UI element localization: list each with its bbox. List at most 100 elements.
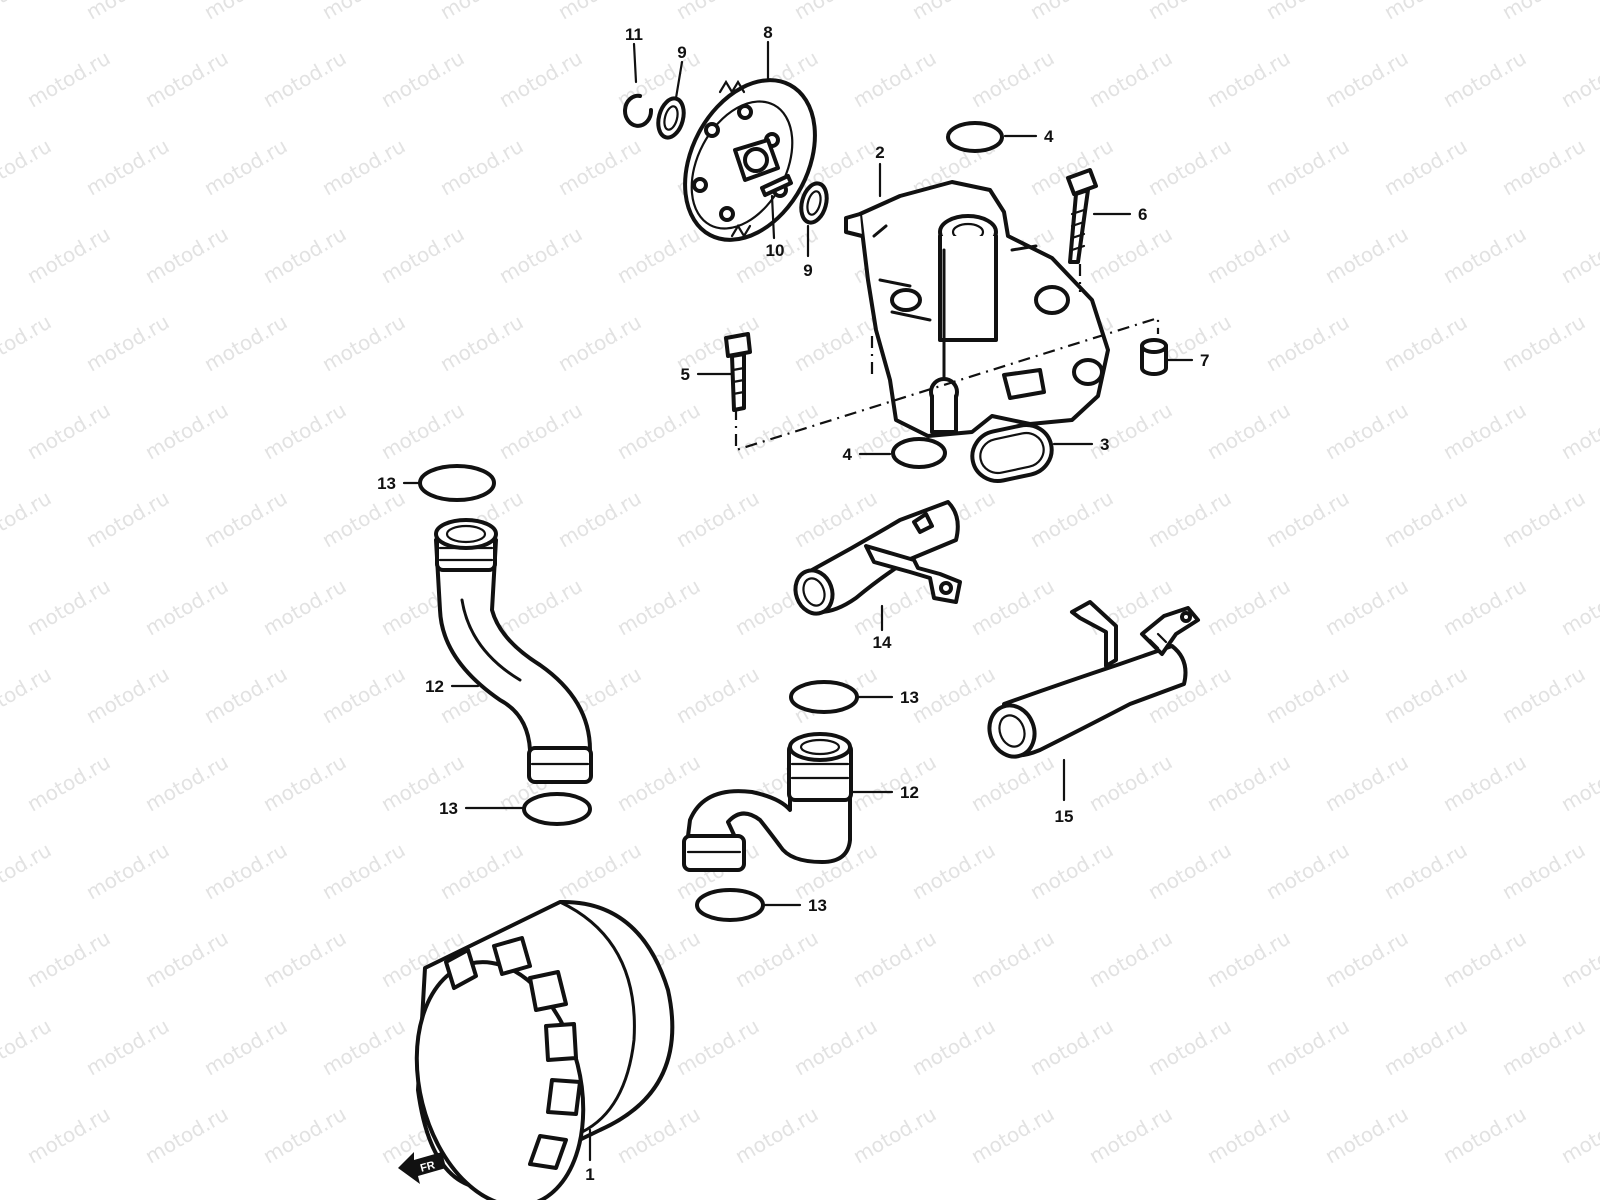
watermark-text: motod.ru bbox=[613, 222, 704, 289]
watermark-text: motod.ru bbox=[731, 1102, 822, 1169]
callout-10: 10 bbox=[766, 241, 785, 260]
watermark-text: motod.ru bbox=[1439, 398, 1530, 465]
watermark-text: motod.ru bbox=[1321, 1102, 1412, 1169]
watermark-text: motod.ru bbox=[1203, 926, 1294, 993]
watermark-text: motod.ru bbox=[967, 926, 1058, 993]
bolt-part-5 bbox=[724, 332, 752, 412]
watermark-text: motod.ru bbox=[495, 46, 586, 113]
watermark-text: motod.ru bbox=[436, 0, 527, 24]
watermark-text: motod.ru bbox=[1380, 1014, 1471, 1081]
front-arrow-label: FR bbox=[419, 1159, 436, 1174]
watermark-text: motod.ru bbox=[908, 0, 999, 24]
watermark-text: motod.ru bbox=[1557, 1102, 1600, 1169]
watermark-text: motod.ru bbox=[1439, 574, 1530, 641]
watermark-text: motod.ru bbox=[1557, 574, 1600, 641]
watermark-text: motod.ru bbox=[318, 838, 409, 905]
watermark-text: motod.ru bbox=[495, 222, 586, 289]
watermark-text: motod.ru bbox=[1380, 838, 1471, 905]
watermark-text: motod.ru bbox=[1321, 926, 1412, 993]
watermark-text: motod.ru bbox=[1262, 662, 1353, 729]
watermark-text: motod.ru bbox=[672, 486, 763, 553]
watermark-text: motod.ru bbox=[849, 926, 940, 993]
watermark-text: motod.ru bbox=[849, 46, 940, 113]
watermark-text: motod.ru bbox=[82, 1014, 173, 1081]
watermark-text: motod.ru bbox=[23, 46, 114, 113]
watermark-text: motod.ru bbox=[1026, 838, 1117, 905]
oil-filter-part-1 bbox=[414, 899, 675, 1200]
callout-9-lower: 9 bbox=[803, 261, 812, 280]
callout-7: 7 bbox=[1200, 351, 1209, 370]
watermark-text: motod.ru bbox=[23, 222, 114, 289]
watermark-text: motod.ru bbox=[1557, 926, 1600, 993]
watermark-text: motod.ru bbox=[1321, 46, 1412, 113]
callout-8: 8 bbox=[763, 23, 772, 42]
watermark-text: motod.ru bbox=[1026, 1014, 1117, 1081]
oil-pipe-part-15 bbox=[987, 600, 1200, 759]
watermark-text: motod.ru bbox=[554, 310, 645, 377]
watermark-text: motod.ru bbox=[259, 574, 350, 641]
o-ring-part-4-lower bbox=[891, 437, 947, 469]
watermark-text: motod.ru bbox=[1321, 398, 1412, 465]
bolt-part-6 bbox=[1066, 168, 1098, 264]
watermark-text: motod.ru bbox=[1498, 310, 1589, 377]
watermark-text: motod.ru bbox=[790, 0, 881, 24]
watermark-text: motod.ru bbox=[908, 662, 999, 729]
watermark-text: motod.ru bbox=[141, 398, 232, 465]
alignment-lines bbox=[734, 264, 1160, 452]
watermark-text: motod.ru bbox=[1439, 926, 1530, 993]
oil-pipe-part-14 bbox=[793, 500, 962, 616]
callout-13-a: 13 bbox=[377, 474, 396, 493]
callout-4-upper: 4 bbox=[1044, 127, 1054, 146]
watermark-text: motod.ru bbox=[1380, 486, 1471, 553]
watermark-text: motod.ru bbox=[259, 926, 350, 993]
watermark-text: motod.ru bbox=[1203, 1102, 1294, 1169]
watermark-text: motod.ru bbox=[1144, 1014, 1235, 1081]
watermark-text: motod.ru bbox=[1203, 750, 1294, 817]
watermark-text: motod.ru bbox=[1557, 750, 1600, 817]
watermark-text: motod.ru bbox=[318, 0, 409, 24]
callout-15: 15 bbox=[1055, 807, 1074, 826]
watermark-text: motod.ru bbox=[1085, 1102, 1176, 1169]
watermark-text: motod.ru bbox=[1085, 222, 1176, 289]
driven-gear-part-8 bbox=[683, 78, 817, 242]
watermark-text: motod.ru bbox=[1262, 1014, 1353, 1081]
watermark-text: motod.ru bbox=[436, 838, 527, 905]
watermark-text: motod.ru bbox=[1203, 398, 1294, 465]
watermark-text: motod.ru bbox=[1380, 134, 1471, 201]
watermark-text: motod.ru bbox=[495, 574, 586, 641]
watermark-text: motod.ru bbox=[377, 222, 468, 289]
watermark-text: motod.ru bbox=[554, 134, 645, 201]
watermark-text: motod.ru bbox=[790, 310, 881, 377]
callout-1: 1 bbox=[585, 1165, 594, 1184]
washer-part-9-lower bbox=[799, 181, 829, 225]
watermark-text: motod.ru bbox=[495, 398, 586, 465]
watermark-text: motod.ru bbox=[200, 486, 291, 553]
watermark-text: motod.ru bbox=[259, 1102, 350, 1169]
watermark-text: motod.ru bbox=[731, 926, 822, 993]
watermark-text: motod.ru bbox=[82, 0, 173, 24]
watermark-text: motod.ru bbox=[1321, 750, 1412, 817]
watermark-text: motod.ru bbox=[1439, 1102, 1530, 1169]
leader-lines bbox=[402, 40, 1194, 1162]
callout-2: 2 bbox=[875, 143, 884, 162]
watermark-text: motod.ru bbox=[1203, 46, 1294, 113]
o-ring-part-13-c bbox=[789, 680, 859, 714]
watermark-text: motod.ru bbox=[554, 0, 645, 24]
watermark-text: motod.ru bbox=[1085, 926, 1176, 993]
watermark-text: motod.ru bbox=[200, 662, 291, 729]
watermark-text: motod.ru bbox=[1321, 222, 1412, 289]
watermark-text: motod.ru bbox=[0, 1014, 55, 1081]
callout-14: 14 bbox=[873, 633, 892, 652]
watermark-text: motod.ru bbox=[1380, 0, 1471, 24]
watermark-text: motod.ru bbox=[200, 310, 291, 377]
watermark-text: motod.ru bbox=[1321, 574, 1412, 641]
callout-13-d: 13 bbox=[808, 896, 827, 915]
watermark-text: motod.ru bbox=[141, 926, 232, 993]
watermark-text: motod.ru bbox=[259, 750, 350, 817]
watermark-text: motod.ru bbox=[82, 486, 173, 553]
watermark-text: motod.ru bbox=[1498, 838, 1589, 905]
callout-6: 6 bbox=[1138, 205, 1147, 224]
watermark-text: motod.ru bbox=[554, 486, 645, 553]
gasket-part-3 bbox=[970, 423, 1054, 483]
